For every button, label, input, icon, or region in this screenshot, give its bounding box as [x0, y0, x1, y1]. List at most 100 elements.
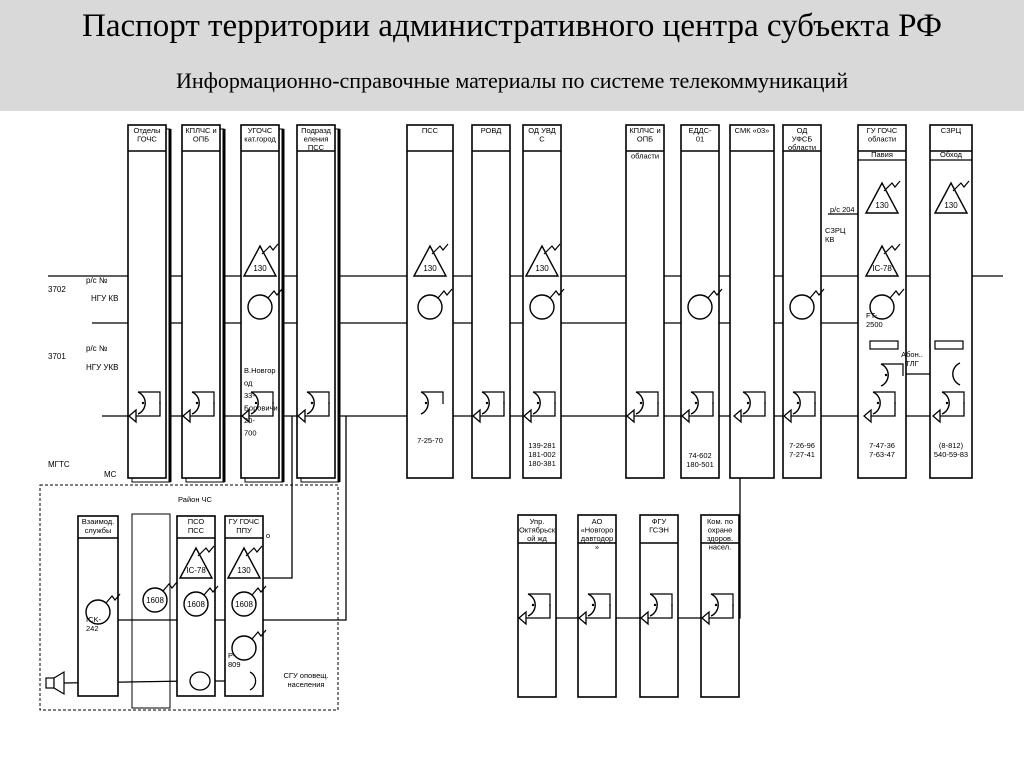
column-header-podrazdeleniya: Подразд	[301, 126, 331, 135]
radio-label: 130	[237, 566, 251, 575]
column-header-kplchs-opb: КПЛЧС и	[185, 126, 216, 135]
fax-icon-lead	[940, 402, 965, 417]
district-column-header-vzaimod: Взаимод.	[82, 517, 114, 526]
fax-icon	[518, 610, 527, 626]
radio-label: IC-78	[186, 566, 206, 575]
telephone-icon-dot	[945, 401, 949, 405]
bottom-column-header-fgu-gsen: ГСЭН	[649, 526, 669, 535]
column-header-od-ufsb: области	[788, 143, 816, 152]
label-sgu: СГУ оповещ.	[283, 671, 328, 680]
column-szrc	[929, 124, 973, 479]
fax-icon-lead	[136, 402, 161, 417]
label-r809: 809	[228, 660, 241, 669]
phone-number: 7-26-96	[789, 441, 815, 450]
radio-label: 130	[875, 201, 889, 210]
phone-number: 7-25-70	[417, 436, 443, 445]
fax-icon-lead	[249, 402, 274, 417]
radio-station-130	[933, 181, 969, 214]
antenna-icon	[203, 585, 219, 596]
telephone-icon	[792, 391, 801, 415]
telephone-icon-dot	[884, 373, 888, 377]
telephone-icon-lead	[793, 391, 816, 404]
column-sub-szrc: Обход	[940, 150, 963, 159]
radio-station-ukv	[417, 294, 443, 320]
telephone-icon-dot	[714, 603, 718, 607]
bottom-column-header-kom-okhrane: охране	[708, 526, 733, 535]
telephone-icon-lead	[650, 593, 673, 606]
fax-icon	[640, 610, 649, 626]
ugochs-note: 20-	[244, 416, 255, 425]
fax-icon	[523, 408, 532, 424]
label-rs204: р/с 204	[830, 205, 855, 214]
telephone-icon	[481, 391, 490, 415]
column-header-smk: СМК «03»	[735, 126, 770, 135]
telephone-icon-lead	[588, 593, 611, 606]
radio-station-ic78	[178, 546, 214, 579]
telephone-icon	[527, 593, 536, 617]
header-band: Паспорт территории административного цен…	[0, 0, 1024, 111]
telephone-icon-dot	[531, 603, 535, 607]
telephone-icon	[872, 391, 881, 415]
district-column-header-pso-pss: ПСС	[188, 526, 205, 535]
telephone-icon-lead	[138, 391, 161, 404]
telephone-icon-lead	[743, 391, 766, 404]
telephone-icon-dot	[310, 401, 314, 405]
telephone-icon-lead	[873, 391, 896, 404]
radio-label: IC-78	[872, 264, 892, 273]
telephone-icon	[420, 391, 429, 415]
label-3702: 3702	[48, 285, 66, 294]
column-kplchs-opb-oblasti	[625, 124, 665, 479]
label-ms: МС	[104, 470, 117, 479]
fax-icon	[626, 408, 635, 424]
telephone-icon	[137, 391, 146, 415]
fax-icon	[297, 408, 306, 424]
label-rs-ukv: р/с №	[86, 344, 108, 353]
ugochs-note: Боровичи	[244, 404, 278, 413]
phone-number: (8-812)	[939, 441, 964, 450]
column-header-otdely-gochs: ГОЧС	[137, 135, 157, 144]
phone-number: 74-602	[688, 451, 711, 460]
antenna-icon	[105, 593, 121, 604]
telephone-icon-lead	[711, 593, 734, 606]
bottom-column-header-ao-novgorod: давтодор	[581, 534, 613, 543]
fax-icon	[681, 408, 690, 424]
phone-number: 7-27-41	[789, 450, 815, 459]
column-header-edds: 01	[696, 135, 704, 144]
telephone-icon-dot	[653, 603, 657, 607]
radio-station-130	[412, 244, 448, 277]
fax-icon-lead	[871, 402, 896, 417]
fax-icon-lead	[741, 402, 766, 417]
district-column-header-vzaimod: службы	[85, 526, 112, 535]
label-ft2500: 2500	[866, 320, 883, 329]
telephone-icon	[880, 363, 889, 387]
radio-station-130	[864, 181, 900, 214]
column-sub-gu-gochs-oblasti: Павия	[871, 150, 893, 159]
bottom-column-header-ao-novgorod: «Новгоро	[581, 526, 614, 535]
radio-station-ic78	[864, 244, 900, 277]
column-smk	[729, 124, 775, 479]
telephone-icon-lead	[251, 391, 274, 404]
telephone-icon	[952, 362, 961, 386]
radio-label: 130	[535, 264, 549, 273]
fax-icon	[932, 408, 941, 424]
fax-icon-lead	[586, 604, 611, 619]
antenna-icon	[809, 288, 825, 299]
phone-number: 540-59-83	[934, 450, 968, 459]
telephone-icon	[250, 391, 259, 415]
telephone-icon-dot	[195, 401, 199, 405]
radio-station-ukv	[687, 294, 713, 320]
bottom-column-header-upr-oktyabrskoy: Октябрьск	[519, 526, 556, 535]
bottom-column-header-kom-okhrane: насел.	[709, 543, 731, 552]
fax-icon-lead	[305, 402, 330, 417]
fax-icon	[578, 610, 587, 626]
radio-station-ick242	[85, 599, 111, 625]
antenna-icon	[267, 288, 283, 299]
fax-icon	[863, 408, 872, 424]
telegraph-terminal	[869, 340, 899, 350]
telephone-icon-lead	[307, 391, 330, 404]
column-header-gu-gochs-oblasti: области	[868, 135, 896, 144]
column-header-podrazdeleniya: еления	[304, 135, 329, 144]
radio-label: 1608	[146, 596, 164, 605]
line-bottom-bus	[556, 416, 741, 619]
